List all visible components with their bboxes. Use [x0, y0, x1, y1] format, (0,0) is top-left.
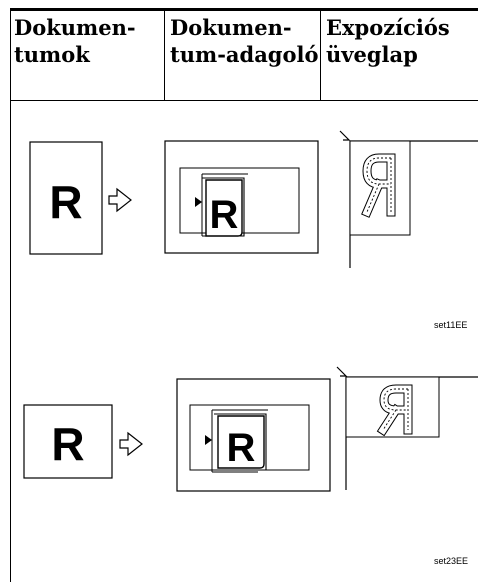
header-document-feeder-line2: tum-adagoló — [170, 42, 319, 67]
figure-landscape: R R — [23, 366, 478, 492]
fed-original — [205, 179, 243, 237]
original-glyph-portrait: R — [49, 176, 82, 228]
figure-code-2: set23EE — [434, 556, 469, 566]
mirrored-glyph-dashes — [382, 388, 409, 431]
figure-code-1: set11EE — [434, 320, 468, 330]
header-originals: Dokumen- tumok — [14, 14, 136, 68]
table-top-rule — [10, 8, 478, 11]
column-divider — [164, 8, 165, 100]
column-divider — [320, 8, 321, 100]
arrow-icon — [108, 187, 132, 213]
feed-direction-marker — [205, 435, 212, 445]
fed-original — [217, 415, 265, 469]
header-exposure-glass-line1: Expozíciós — [326, 15, 450, 40]
original-glyph-landscape: R — [51, 418, 84, 470]
feeder-guide — [211, 409, 268, 473]
fed-original-glyph-portrait: R — [210, 193, 239, 237]
table-frame: Dokumen- tumok Dokumen- tum-adagoló Expo… — [10, 8, 478, 582]
feed-direction-marker — [195, 197, 202, 207]
header-document-feeder: Dokumen- tum-adagoló — [170, 14, 318, 68]
header-exposure-glass: Expozíciós üveglap — [326, 14, 450, 68]
header-bottom-rule — [10, 100, 478, 101]
glass-corner-mark-icon — [336, 366, 348, 377]
header-exposure-glass-line2: üveglap — [326, 42, 418, 67]
original-sheet-portrait — [29, 141, 103, 255]
header-originals-line2: tumok — [14, 42, 90, 67]
header-document-feeder-line1: Dokumen- — [170, 15, 292, 40]
stacked-sheet-edge — [214, 413, 267, 471]
mirrored-glyph-dashes — [366, 157, 392, 213]
table-left-rule — [10, 8, 11, 582]
arrow-icon — [119, 431, 143, 457]
glass-corner-mark-icon — [339, 130, 351, 141]
fed-original-glyph-landscape: R — [227, 426, 256, 470]
original-sheet-landscape — [23, 404, 113, 479]
figure-portrait: R R — [29, 130, 478, 268]
header-originals-line1: Dokumen- — [14, 15, 136, 40]
